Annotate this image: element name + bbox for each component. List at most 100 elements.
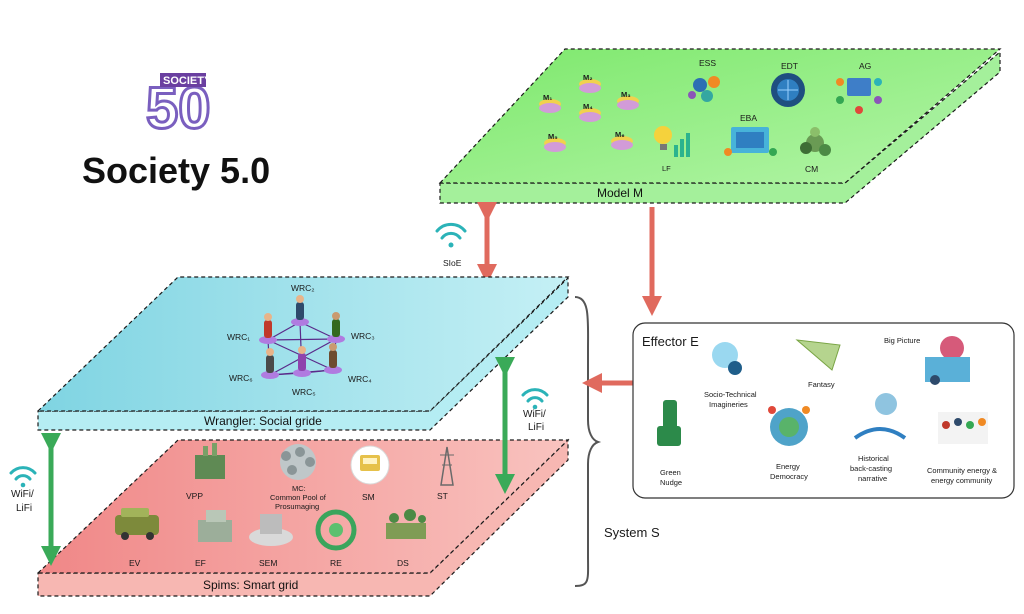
- green-nudge-icon: Green Nudge: [657, 400, 682, 487]
- wifi-left-label-1: WiFi/: [11, 489, 34, 500]
- spims-plane-label: Spims: Smart grid: [203, 578, 298, 592]
- wrc1-node: WRC₁: [227, 313, 277, 344]
- model-plane-label: Model M: [597, 186, 643, 200]
- wrc6-node: WRC₆: [229, 348, 279, 383]
- wifi-right-label-1: WiFi/: [523, 409, 546, 420]
- model-node-m4: M₄: [579, 102, 601, 122]
- svg-text:ESS: ESS: [699, 58, 716, 68]
- svg-text:WRC₄: WRC₄: [348, 374, 372, 384]
- effector-title: Effector E: [642, 334, 699, 349]
- logo-word: SOCIETY: [163, 75, 212, 87]
- model-node-m1: M₁: [539, 93, 561, 113]
- system-brace: [574, 296, 602, 587]
- lf-icon: LF: [654, 126, 690, 173]
- vpp-icon: VPP: [186, 443, 225, 501]
- svg-text:Green: Green: [660, 468, 681, 477]
- svg-text:CM: CM: [805, 164, 818, 174]
- svg-text:RE: RE: [330, 558, 342, 568]
- edt-icon: EDT: [771, 61, 805, 107]
- svg-text:Nudge: Nudge: [660, 478, 682, 487]
- svg-text:LF: LF: [662, 164, 671, 173]
- model-plane-top: [438, 48, 1002, 184]
- spims-plane: Spims: Smart grid VPP MC: Common Pool of…: [36, 438, 570, 597]
- cm-icon: CM: [800, 127, 831, 174]
- model-node-m6: M₆: [611, 130, 633, 150]
- svg-text:WRC₃: WRC₃: [351, 331, 375, 341]
- svg-text:EDT: EDT: [781, 61, 798, 71]
- svg-text:WRC₆: WRC₆: [229, 373, 253, 383]
- wrangler-plane-label: Wrangler: Social gride: [204, 414, 322, 428]
- wrc5-node: WRC₅: [292, 346, 316, 397]
- ess-icon: ESS: [688, 58, 720, 102]
- wrangler-plane: Wrangler: Social gride WRC₂ WRC₁ WRC₃: [36, 276, 570, 431]
- system-label: System S: [604, 525, 660, 540]
- wifi-right-icon: [521, 388, 549, 410]
- eba-icon: EBA: [724, 113, 777, 156]
- ef-icon: EF: [195, 510, 232, 568]
- model-node-m3: M₃: [617, 90, 639, 110]
- svg-text:ST: ST: [437, 491, 448, 501]
- svg-text:SEM: SEM: [259, 558, 277, 568]
- svg-text:narrative: narrative: [858, 474, 887, 483]
- sem-icon: SEM: [249, 514, 293, 568]
- svg-text:M₆: M₆: [615, 130, 625, 139]
- historical-icon: Historical back-casting narrative: [850, 393, 907, 483]
- svg-text:DS: DS: [397, 558, 409, 568]
- svg-text:Community energy &: Community energy &: [927, 466, 997, 475]
- effector-box: Effector E Socio-Technical Imagineries F…: [632, 322, 1015, 499]
- fantasy-icon: Fantasy: [795, 339, 841, 389]
- svg-text:energy community: energy community: [931, 476, 993, 485]
- spims-plane-top: [36, 439, 570, 574]
- svg-text:M₅: M₅: [548, 132, 558, 141]
- svg-text:Prosumaging: Prosumaging: [275, 502, 319, 511]
- svg-text:SM: SM: [362, 492, 375, 502]
- svg-text:M₂: M₂: [583, 73, 593, 82]
- svg-text:WRC₁: WRC₁: [227, 332, 250, 342]
- wrangler-plane-top: [36, 276, 570, 412]
- wrc2-node: WRC₂: [291, 283, 315, 326]
- page-title: Society 5.0: [82, 150, 270, 191]
- wifi-icon: [435, 222, 467, 248]
- svg-text:M₃: M₃: [621, 90, 631, 99]
- wrc4-node: WRC₄: [324, 343, 372, 384]
- svg-text:Big Picture: Big Picture: [884, 336, 920, 345]
- wifi-left-icon: [9, 466, 37, 488]
- big-picture-icon: Big Picture: [884, 336, 970, 385]
- sti-icon: Socio-Technical Imagineries: [704, 342, 757, 409]
- model-node-m2: M₂: [579, 73, 601, 93]
- wifi-right-label-2: LiFi: [528, 422, 544, 433]
- svg-text:AG: AG: [859, 61, 871, 71]
- sioe-connector: SIoE: [435, 202, 497, 284]
- logo-word-bg: [160, 73, 206, 87]
- svg-text:Common Pool of: Common Pool of: [270, 493, 327, 502]
- svg-text:Imagineries: Imagineries: [709, 400, 748, 409]
- energy-democracy-icon: Energy Democracy: [768, 406, 810, 481]
- re-icon: RE: [315, 509, 357, 568]
- svg-text:Energy: Energy: [776, 462, 800, 471]
- svg-text:Fantasy: Fantasy: [808, 380, 835, 389]
- ev-icon: EV: [115, 508, 159, 568]
- society-logo: 50 SOCIETY: [145, 73, 212, 143]
- model-plane: Model M M₁ M₂ M₃ M₄ M₅ M₆ ESS: [438, 48, 1002, 204]
- svg-text:M₄: M₄: [583, 102, 593, 111]
- wrc3-node: WRC₃: [327, 312, 375, 343]
- svg-text:EV: EV: [129, 558, 141, 568]
- svg-text:VPP: VPP: [186, 491, 203, 501]
- model-node-m5: M₅: [544, 132, 566, 152]
- community-icon: Community energy & energy community: [927, 412, 997, 485]
- wifi-left-label-2: LiFi: [16, 503, 32, 514]
- svg-text:WRC₂: WRC₂: [291, 283, 315, 293]
- svg-text:EBA: EBA: [740, 113, 757, 123]
- ag-icon: AG: [836, 61, 882, 114]
- svg-text:M₁: M₁: [543, 93, 552, 102]
- sm-icon: SM: [350, 445, 390, 502]
- model-plane-side: [439, 50, 1001, 204]
- sioe-label: SIoE: [443, 258, 462, 268]
- svg-text:WRC₅: WRC₅: [292, 387, 316, 397]
- ds-icon: DS: [386, 509, 426, 568]
- svg-text:Historical: Historical: [858, 454, 889, 463]
- svg-text:MC:: MC:: [292, 484, 306, 493]
- mc-icon: MC: Common Pool of Prosumaging: [270, 444, 327, 511]
- svg-text:EF: EF: [195, 558, 206, 568]
